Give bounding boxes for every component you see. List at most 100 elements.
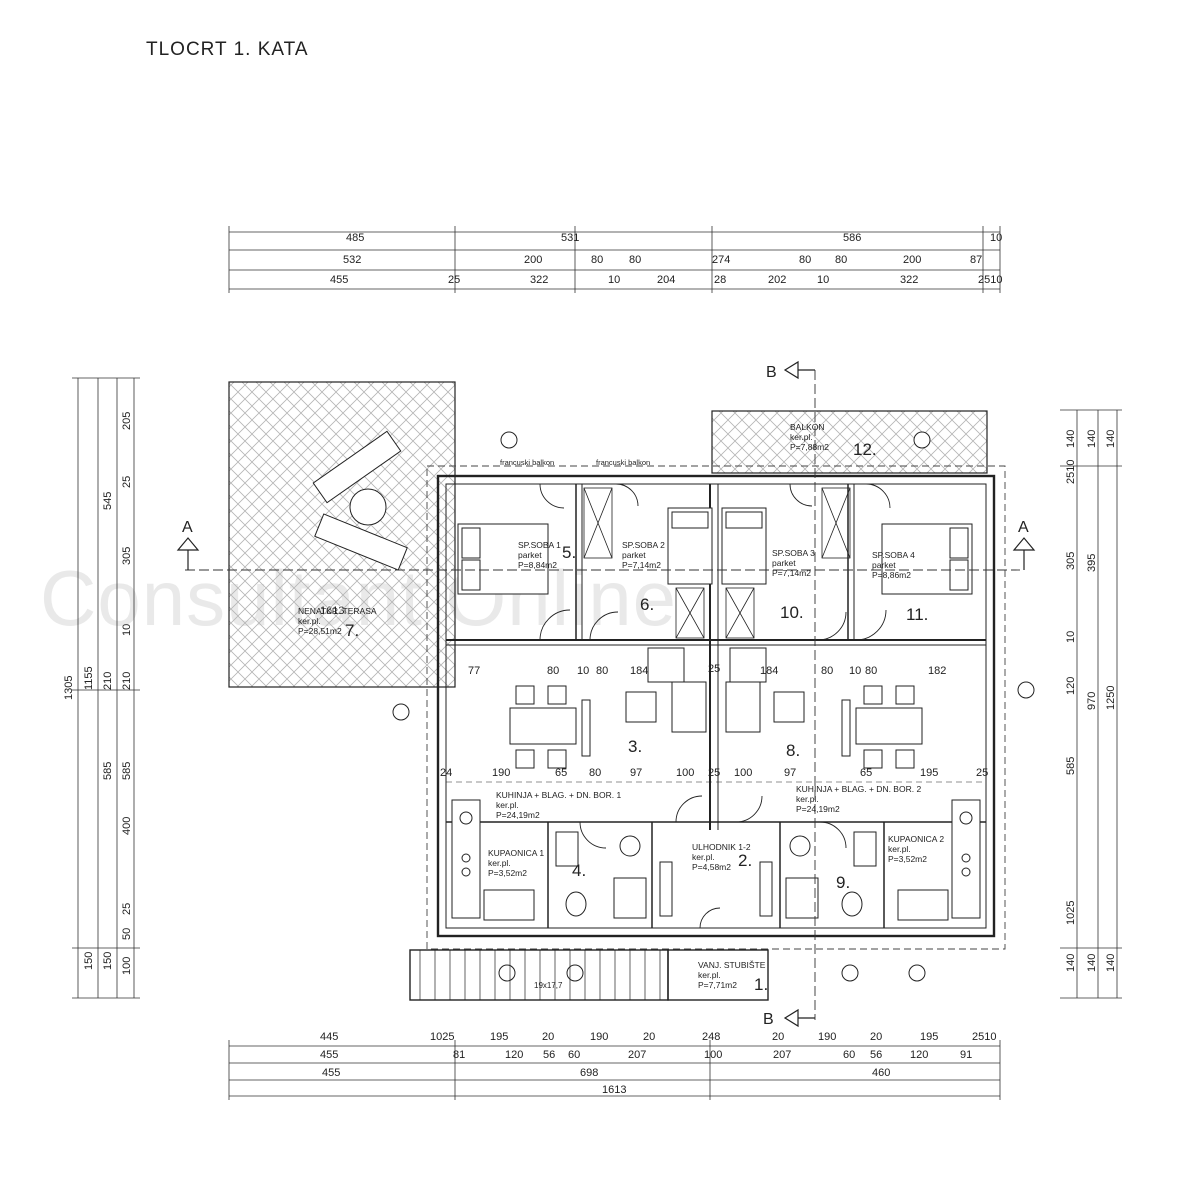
dim-left-label: 400 xyxy=(121,817,133,835)
room-area: P=4,58m2 xyxy=(692,862,731,872)
dim-top-label: 586 xyxy=(843,232,861,244)
inner-dim-label: 77 xyxy=(468,665,480,677)
room-floor: ker.pl. xyxy=(488,858,511,868)
bathroom-fixtures-icon xyxy=(555,831,877,919)
dim-left-label: 210 xyxy=(121,672,133,690)
room-area: P=7,88m2 xyxy=(790,442,829,452)
dim-bottom-label: 190 xyxy=(590,1031,608,1043)
room-name: SP.SOBA 4 xyxy=(872,550,915,560)
inner-dim-label: 24 xyxy=(440,767,452,779)
dim-left-label: 205 xyxy=(121,412,133,430)
dim-bottom-label: 20 xyxy=(542,1031,554,1043)
dim-left-label: 305 xyxy=(121,547,133,565)
room-area: P=7,14m2 xyxy=(772,568,811,578)
french-balcony-note-2: francuski balkon xyxy=(596,458,650,467)
room-area: P=8,86m2 xyxy=(872,570,911,580)
dim-bottom-label: 56 xyxy=(543,1049,555,1061)
room-name: SP.SOBA 3 xyxy=(772,548,815,558)
room-area: P=24,19m2 xyxy=(796,804,840,814)
room-name: NENATKR. TERASA xyxy=(298,606,377,616)
dim-bottom-label: 207 xyxy=(628,1049,646,1061)
dim-top-label: 80 xyxy=(629,254,641,266)
dim-bottom-label: 445 xyxy=(320,1031,338,1043)
inner-dim-label: 97 xyxy=(630,767,642,779)
dim-right-label: 140 xyxy=(1086,954,1098,972)
dim-right-label: 140 xyxy=(1105,430,1117,448)
dim-top-label: 87 xyxy=(970,254,982,266)
dim-top-label: 455 xyxy=(330,274,348,286)
dim-bottom-label: 1613 xyxy=(602,1084,626,1096)
dim-top-label: 80 xyxy=(799,254,811,266)
roof-outline xyxy=(426,465,1006,950)
building-walls xyxy=(436,474,996,938)
inner-dim-label: 25 xyxy=(976,767,988,779)
dim-bottom-label: 120 xyxy=(910,1049,928,1061)
dim-bottom-label: 20 xyxy=(870,1031,882,1043)
room-name: BALKON xyxy=(790,422,825,432)
room-area: P=3,52m2 xyxy=(488,868,527,878)
inner-dim-label: 97 xyxy=(784,767,796,779)
section-label-a-right: A xyxy=(1018,519,1029,536)
room-number: 3. xyxy=(628,737,642,756)
dim-right-label: 140 xyxy=(1105,954,1117,972)
inner-dim-label: 10 xyxy=(849,665,861,677)
dim-bottom-label: 81 xyxy=(453,1049,465,1061)
inner-dim-label: 65 xyxy=(860,767,872,779)
stairs-note: 19x17,7 xyxy=(534,981,563,990)
inner-dim-label: 182 xyxy=(928,665,946,677)
dim-top-label: 322 xyxy=(530,274,548,286)
dim-top-label: 10 xyxy=(817,274,829,286)
room-name: SP.SOBA 1 xyxy=(518,540,561,550)
room-name: SP.SOBA 2 xyxy=(622,540,665,550)
dim-bottom-label: 195 xyxy=(490,1031,508,1043)
dim-bottom-label: 100 xyxy=(704,1049,722,1061)
dimension-labels: 1613485531586105322008080274808020087455… xyxy=(63,232,1117,1096)
dim-top-label: 2510 xyxy=(978,274,1002,286)
inner-dim-label: 100 xyxy=(676,767,694,779)
dim-top-label: 28 xyxy=(714,274,726,286)
dim-left-label: 25 xyxy=(121,903,133,915)
dim-left-label: 585 xyxy=(121,762,133,780)
room-number: 2. xyxy=(738,851,752,870)
dim-right-label: 970 xyxy=(1086,692,1098,710)
room-floor: parket xyxy=(518,550,542,560)
inner-dim-label: 195 xyxy=(920,767,938,779)
dim-bottom-label: 120 xyxy=(505,1049,523,1061)
dim-top-label: 80 xyxy=(591,254,603,266)
sun-lounger-icon xyxy=(312,430,408,571)
dim-right-label: 140 xyxy=(1065,430,1077,448)
room-number: 5. xyxy=(562,543,576,562)
room-floor: ker.pl. xyxy=(692,852,715,862)
wardrobe-icon xyxy=(583,487,851,639)
room-area: P=3,52m2 xyxy=(888,854,927,864)
room-floor: parket xyxy=(772,558,796,568)
room-floor: ker.pl. xyxy=(496,800,519,810)
dim-bottom-label: 91 xyxy=(960,1049,972,1061)
dim-bottom-label: 207 xyxy=(773,1049,791,1061)
dim-bottom-label: 460 xyxy=(872,1067,890,1079)
section-label-b-bottom: B xyxy=(763,1011,774,1028)
inner-dim-label: 184 xyxy=(760,665,778,677)
dim-left-label: 545 xyxy=(102,492,114,510)
inner-dim-label: 80 xyxy=(865,665,877,677)
dim-bottom-label: 20 xyxy=(643,1031,655,1043)
dim-left-label: 585 xyxy=(102,762,114,780)
dim-bottom-label: 698 xyxy=(580,1067,598,1079)
dim-bottom-label: 60 xyxy=(843,1049,855,1061)
dining-table-icon xyxy=(509,647,923,769)
plan-title: TLOCRT 1. KATA xyxy=(146,39,309,60)
room-name: KUHINJA + BLAG. + DN. BOR. 1 xyxy=(496,790,621,800)
inner-dim-label: 10 xyxy=(577,665,589,677)
room-name: ULHODNIK 1-2 xyxy=(692,842,751,852)
dim-bottom-label: 60 xyxy=(568,1049,580,1061)
dim-left-label: 210 xyxy=(102,672,114,690)
dim-right-label: 585 xyxy=(1065,757,1077,775)
room-number: 4. xyxy=(572,861,586,880)
room-number: 1. xyxy=(754,975,768,994)
room-number: 10. xyxy=(780,603,804,622)
room-floor: parket xyxy=(872,560,896,570)
room-number: 12. xyxy=(853,440,877,459)
dim-bottom-label: 56 xyxy=(870,1049,882,1061)
dim-top-label: 10 xyxy=(608,274,620,286)
